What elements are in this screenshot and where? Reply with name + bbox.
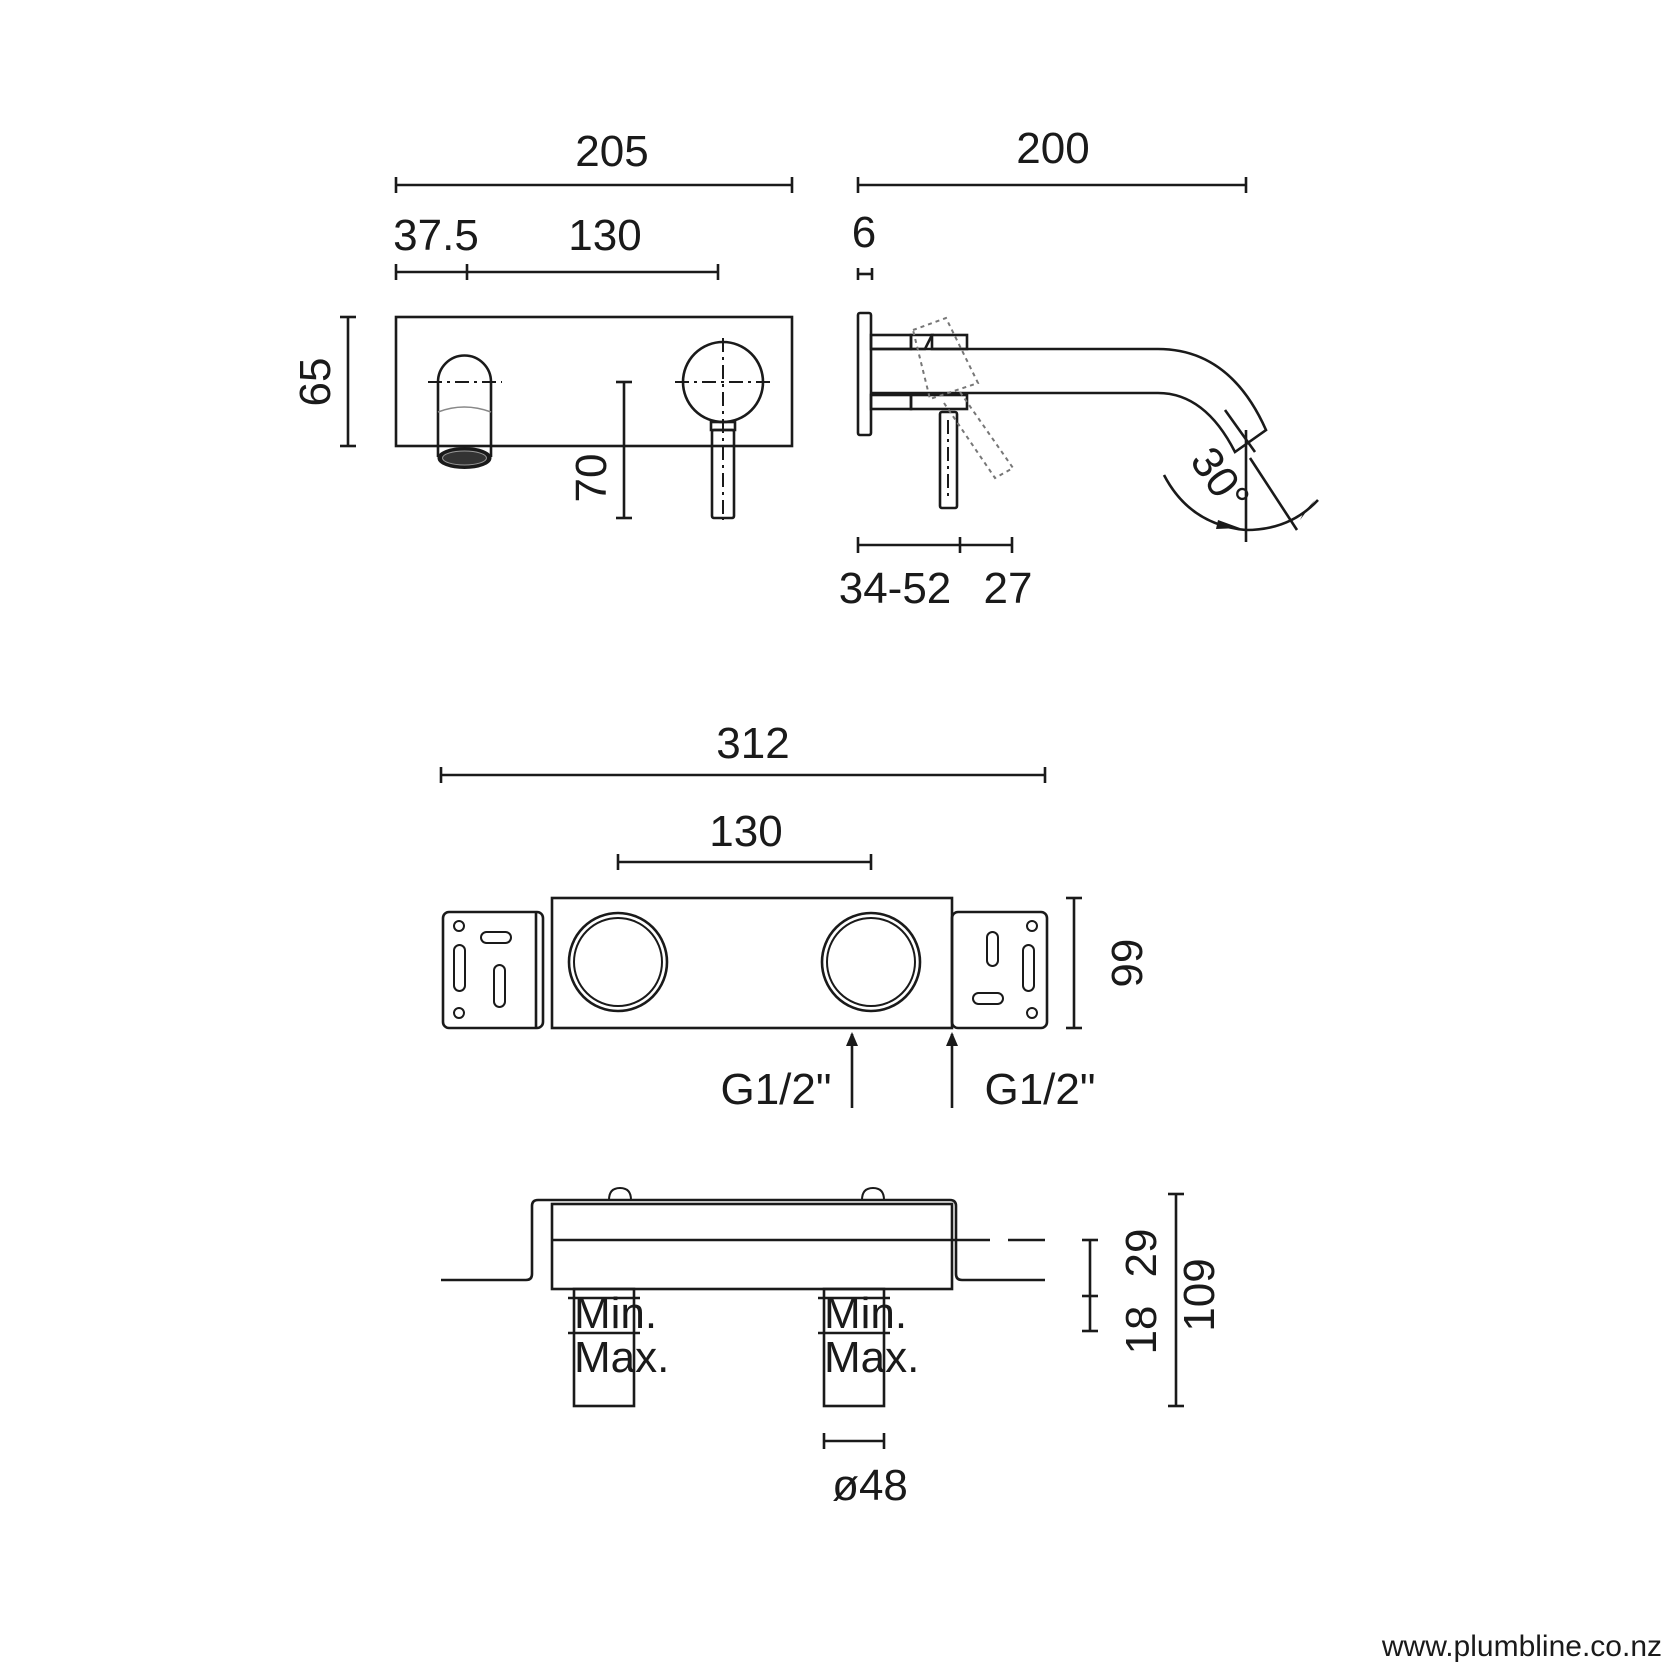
min-label-2: Min. <box>824 1289 907 1338</box>
dim-total-depth: 109 <box>1175 1258 1224 1331</box>
website-url: www.plumbline.co.nz <box>1381 1630 1662 1663</box>
max-label-1: Max. <box>574 1333 669 1382</box>
inlet-right-label: G1/2" <box>984 1065 1095 1114</box>
dim-rough-in-height: 66 <box>1102 939 1151 988</box>
dim-wall-depth: 34-52 <box>839 564 952 613</box>
dim-sleeve-diameter: ø48 <box>832 1461 908 1510</box>
dim-lower: 18 <box>1117 1306 1166 1355</box>
side-view: 200 6 30° <box>839 124 1319 613</box>
dim-plate-height: 65 <box>291 358 340 407</box>
rough-in-front-view: 312 130 66 <box>439 719 1151 1114</box>
dim-upper: 29 <box>1117 1229 1166 1278</box>
dim-rough-in-width: 312 <box>716 719 789 768</box>
dim-rough-in-centres: 130 <box>709 807 782 856</box>
dim-overall-width: 205 <box>575 127 648 176</box>
dim-handle-drop: 70 <box>567 454 616 503</box>
dim-centres: 130 <box>568 211 641 260</box>
max-label-2: Max. <box>824 1333 919 1382</box>
front-view: 205 37.5 130 65 70 <box>291 127 794 520</box>
dim-spout-offset: 37.5 <box>393 211 479 260</box>
min-label-1: Min. <box>574 1289 657 1338</box>
dim-plate-thickness: 6 <box>852 208 876 257</box>
dim-handle-offset: 27 <box>984 564 1033 613</box>
dim-projection: 200 <box>1016 124 1089 173</box>
rough-in-top-view: Min. Max. Min. Max. 29 18 109 ø48 <box>441 1186 1224 1510</box>
inlet-left-label: G1/2" <box>720 1065 831 1114</box>
